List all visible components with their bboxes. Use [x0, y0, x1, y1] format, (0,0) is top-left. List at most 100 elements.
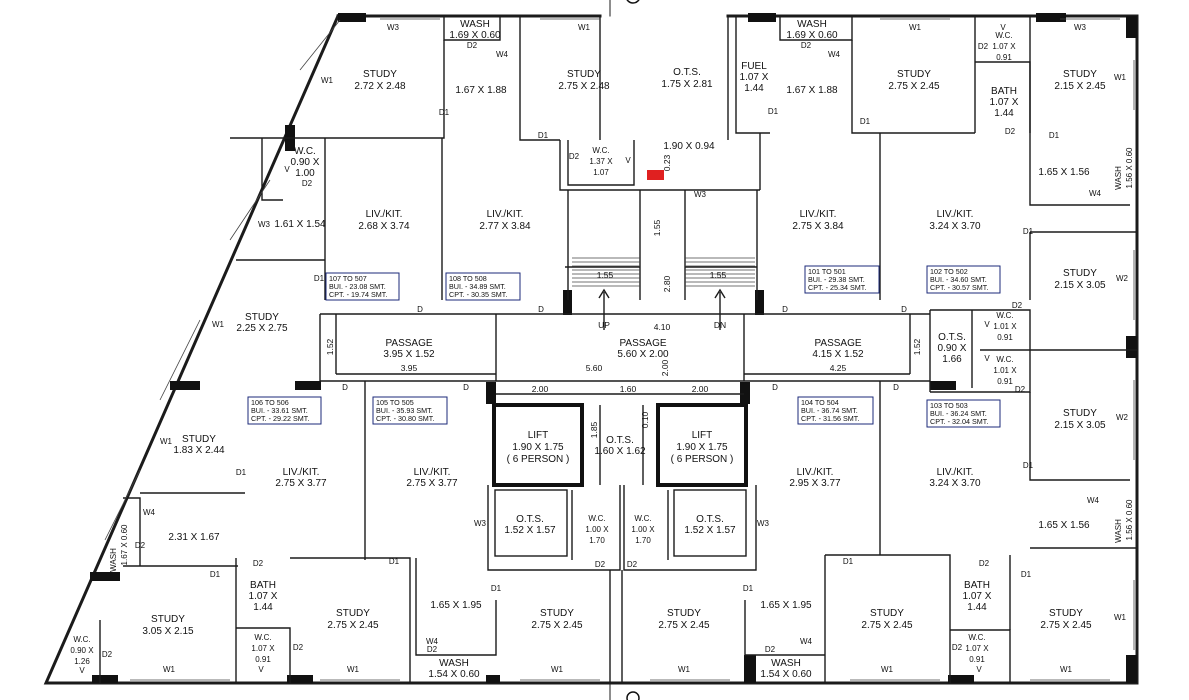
tag-w2: W2 [1116, 274, 1129, 283]
tag-d: D [342, 383, 348, 392]
lift-left-capacity: ( 6 PERSON ) [507, 454, 570, 465]
unit-box-102: 102 TO 502 BUI. - 34.60 SMT. CPT. - 30.5… [926, 265, 1001, 294]
wc-core-size-2: 1.07 [593, 168, 609, 177]
tag-w1: W1 [212, 320, 225, 329]
study-l-name: STUDY [667, 608, 701, 619]
tag-v: V [984, 354, 990, 363]
wash-b2-size: 1.54 X 0.60 [760, 669, 812, 680]
liv-4-name: LIV./KIT. [937, 209, 974, 220]
fuel-name: FUEL [741, 61, 767, 72]
wc-left-size-2: 1.00 [295, 168, 315, 179]
study-i-size: 3.05 X 2.15 [142, 626, 194, 637]
ots-top-name: O.T.S. [673, 67, 701, 78]
unit-106-built: BUI. - 33.61 SMT. [251, 406, 308, 415]
unit-box-105: 105 TO 505 BUI. - 35.93 SMT. CPT. - 30.8… [372, 396, 448, 425]
unit-102-carpet: CPT. - 30.57 SMT. [930, 283, 988, 292]
unit-box-103: 103 TO 503 BUI. - 36.24 SMT. CPT. - 32.0… [926, 399, 1001, 428]
tag-d1: D1 [768, 107, 779, 116]
tag-w4: W4 [426, 637, 439, 646]
study-m-name: STUDY [870, 608, 904, 619]
passage-center-size: 5.60 X 2.00 [617, 349, 669, 360]
tag-w4: W4 [143, 508, 156, 517]
tag-v: V [984, 320, 990, 329]
liv-3-size: 2.75 X 3.84 [792, 221, 844, 232]
lift-right-name: LIFT [692, 430, 713, 441]
liv-5-name: LIV./KIT. [283, 467, 320, 478]
unit-108-range: 108 TO 508 [449, 274, 487, 283]
dim-410: 4.10 [654, 322, 671, 332]
tag-d: D [893, 383, 899, 392]
tag-d1: D1 [538, 131, 549, 140]
bath-r2-name: BATH [964, 580, 990, 591]
tag-w1: W1 [163, 665, 176, 674]
ots-top-size: 1.75 X 2.81 [661, 79, 713, 90]
tag-d2: D2 [1005, 127, 1016, 136]
study-e-size: 2.25 X 2.75 [236, 323, 288, 334]
tag-v: V [625, 156, 631, 165]
dim-200-vertical: 2.00 [660, 359, 670, 376]
dn-label: DN [714, 320, 726, 330]
study-f-name: STUDY [1063, 268, 1097, 279]
study-n-name: STUDY [1049, 608, 1083, 619]
wc-core-name: W.C. [592, 146, 609, 155]
wc-c1-size-2: 1.70 [589, 536, 605, 545]
fuel-size-2: 1.44 [744, 83, 764, 94]
tag-d: D [772, 383, 778, 392]
space-d-size: 1.65 X 1.56 [1038, 167, 1090, 178]
tag-d1: D1 [1023, 461, 1034, 470]
dim-023-vertical: 0.23 [662, 154, 672, 171]
study-n-size: 2.75 X 2.45 [1040, 620, 1092, 631]
tag-d2: D2 [102, 650, 113, 659]
tag-d1: D1 [210, 570, 221, 579]
unit-107-carpet: CPT. - 19.74 SMT. [329, 290, 387, 299]
tag-w2: W2 [1116, 413, 1129, 422]
wc-r1-name: W.C. [996, 311, 1013, 320]
wc-c1-size-1: 1.00 X [585, 525, 609, 534]
study-g-size: 1.83 X 2.44 [173, 445, 225, 456]
tag-w3: W3 [474, 519, 487, 528]
wc-r2-size-2: 0.91 [997, 377, 1013, 386]
wash-b1-name: WASH [439, 658, 469, 669]
wash-r1-name: WASH [1114, 166, 1123, 190]
wc-left-name: W.C. [294, 146, 316, 157]
tag-w3: W3 [387, 23, 400, 32]
unit-105-carpet: CPT. - 30.80 SMT. [376, 414, 434, 423]
unit-box-101: 101 TO 501 BUI. - 29.38 SMT. CPT. - 25.3… [804, 265, 880, 294]
tag-d: D [538, 305, 544, 314]
unit-107-built: BUI. - 23.08 SMT. [329, 282, 386, 291]
wash-l2-name: WASH [109, 548, 118, 572]
wc-bottom-left-name: W.C. [73, 635, 90, 644]
ots-l2-name: O.T.S. [516, 514, 544, 525]
unit-box-108: 108 TO 508 BUI. - 34.89 SMT. CPT. - 30.3… [445, 272, 521, 301]
space-b-size: 1.67 X 1.88 [786, 85, 838, 96]
columns [90, 13, 1137, 683]
unit-108-carpet: CPT. - 30.35 SMT. [449, 290, 507, 299]
tag-d1: D1 [860, 117, 871, 126]
tag-w4: W4 [800, 637, 813, 646]
wc-b3-size-1: 1.07 X [965, 644, 989, 653]
ots-right-size-1: 0.90 X [938, 343, 967, 354]
study-d-name: STUDY [1063, 69, 1097, 80]
wash-top-right-name: WASH [797, 19, 827, 30]
wc-b2-size-2: 0.91 [255, 655, 271, 664]
dim-160: 1.60 [620, 384, 637, 394]
dim-280-vertical: 2.80 [662, 275, 672, 292]
liv-5-size: 2.75 X 3.77 [275, 478, 327, 489]
tag-d1: D1 [1023, 227, 1034, 236]
tag-w3: W3 [258, 220, 271, 229]
bath-top-right-name: BATH [991, 86, 1017, 97]
wc-r1-size-1: 1.01 X [993, 322, 1017, 331]
space-a-size: 1.67 X 1.88 [455, 85, 507, 96]
liv-6-name: LIV./KIT. [414, 467, 451, 478]
study-a-size: 2.72 X 2.48 [354, 81, 406, 92]
study-c-name: STUDY [897, 69, 931, 80]
tag-d2: D2 [627, 560, 638, 569]
study-b-size: 2.75 X 2.48 [558, 81, 610, 92]
wc-b3-name: W.C. [968, 633, 985, 642]
unit-106-carpet: CPT. - 29.22 SMT. [251, 414, 309, 423]
space-c-size: 1.61 X 1.54 [274, 219, 326, 230]
fuel-size-1: 1.07 X [740, 72, 769, 83]
wc-b2-name: W.C. [254, 633, 271, 642]
liv-3-name: LIV./KIT. [800, 209, 837, 220]
